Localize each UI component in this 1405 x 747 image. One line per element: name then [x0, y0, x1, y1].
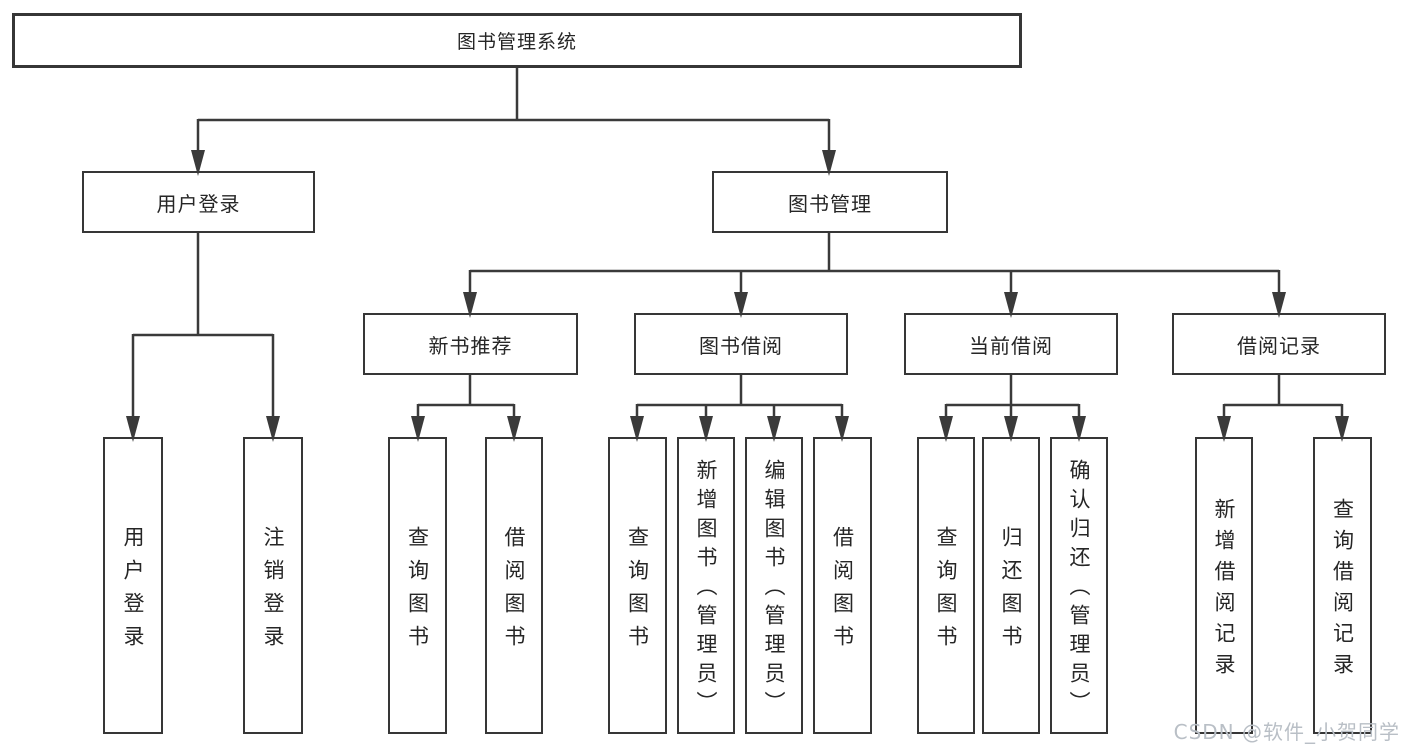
leaf-confirm-return-admin: 确认归还（管理员）	[1050, 437, 1108, 734]
node-label: 查询图书	[934, 525, 958, 658]
node-borrowing-records: 借阅记录	[1172, 313, 1386, 375]
node-library-management-system: 图书管理系统	[12, 13, 1022, 68]
node-label: 用户登录	[121, 525, 145, 658]
leaf-borrow-books-borrowing: 借阅图书	[813, 437, 872, 734]
node-label: 用户登录	[156, 191, 241, 216]
node-label: 新增借阅记录	[1212, 497, 1236, 684]
node-book-borrowing: 图书借阅	[634, 313, 848, 375]
leaf-return-books: 归还图书	[982, 437, 1040, 734]
node-label: 查询图书	[405, 525, 430, 658]
node-label: 图书借阅	[699, 333, 783, 358]
node-new-book-recommendation: 新书推荐	[363, 313, 578, 375]
node-label: 图书管理	[788, 191, 872, 216]
leaf-logout: 注销登录	[243, 437, 303, 734]
node-label: 归还图书	[999, 525, 1023, 658]
leaf-query-books-borrowing: 查询图书	[608, 437, 667, 734]
leaf-borrow-books-recommend: 借阅图书	[485, 437, 543, 734]
node-book-management: 图书管理	[712, 171, 948, 233]
leaf-add-books-admin: 新增图书（管理员）	[677, 437, 735, 734]
node-label: 查询图书	[625, 525, 650, 658]
node-label: 编辑图书（管理员）	[762, 459, 786, 720]
csdn-watermark: CSDN @软件_小贺同学	[1173, 720, 1400, 744]
leaf-query-books-recommend: 查询图书	[388, 437, 447, 734]
node-label: 注销登录	[261, 525, 285, 658]
node-label: 当前借阅	[969, 333, 1053, 358]
node-label: 借阅记录	[1237, 333, 1321, 358]
node-label: 确认归还（管理员）	[1067, 459, 1091, 720]
leaf-add-borrow-record: 新增借阅记录	[1195, 437, 1253, 734]
node-label: 新书推荐	[428, 333, 513, 358]
node-current-borrowing: 当前借阅	[904, 313, 1118, 375]
node-label: 借阅图书	[830, 525, 855, 658]
leaf-query-books-current: 查询图书	[917, 437, 975, 734]
node-label: 新增图书（管理员）	[694, 459, 718, 720]
node-label: 图书管理系统	[456, 31, 577, 53]
node-label: 借阅图书	[502, 525, 526, 658]
node-user-login: 用户登录	[82, 171, 315, 233]
leaf-edit-books-admin: 编辑图书（管理员）	[745, 437, 803, 734]
leaf-user-login: 用户登录	[103, 437, 163, 734]
leaf-query-borrow-record: 查询借阅记录	[1313, 437, 1372, 734]
node-label: 查询借阅记录	[1330, 497, 1355, 684]
